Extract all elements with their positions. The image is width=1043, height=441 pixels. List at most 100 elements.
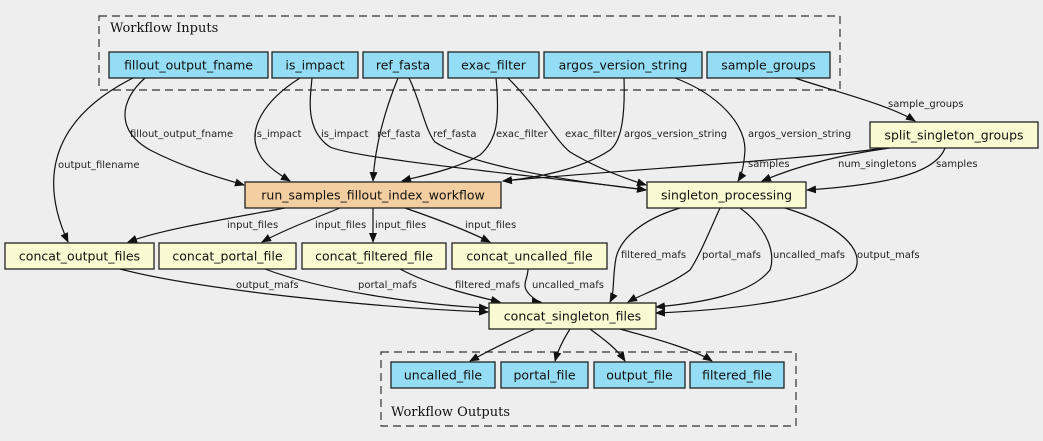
node-box[interactable]	[108, 51, 269, 79]
node-is-impact[interactable]: is_impact	[271, 51, 359, 79]
node-uncalled-file[interactable]: uncalled_file	[390, 361, 496, 389]
edge-label: fillout_output_fname	[130, 129, 233, 140]
edge-label: portal_mafs	[358, 280, 417, 291]
edge-concat_uncalled_file-to-concat_singleton_files: uncalled_mafs	[524, 268, 604, 306]
node-label: output_file	[606, 368, 673, 383]
node-concat-uncalled-file[interactable]: concat_uncalled_file	[451, 242, 608, 270]
node-concat-filtered-file[interactable]: concat_filtered_file	[301, 242, 447, 270]
edge-label: argos_version_string	[624, 129, 727, 140]
node-box[interactable]	[488, 302, 657, 330]
edge-label: samples	[748, 159, 790, 170]
node-label: fillout_output_fname	[124, 58, 253, 73]
edge-run_samples_fillout_index_workflow-to-concat_portal_file: input_files	[261, 207, 366, 243]
cluster-workflow-outputs: Workflow Outputs	[380, 351, 797, 427]
node-box[interactable]	[447, 51, 540, 79]
edge-label: samples	[936, 159, 978, 170]
node-label: uncalled_file	[404, 368, 483, 383]
node-box[interactable]	[646, 181, 807, 209]
edge-fillout_output_fname-to-run_samples_fillout_index_workflow: fillout_output_fname	[124, 77, 245, 187]
edge-label: ref_fasta	[377, 129, 420, 140]
edge-label: input_files	[375, 220, 426, 231]
edge-ref_fasta-to-singleton_processing: ref_fasta	[408, 77, 647, 193]
edge-argos_version_string-to-singleton_processing: argos_version_string	[674, 77, 851, 182]
node-argos-version-string[interactable]: argos_version_string	[543, 51, 703, 79]
edge-path	[609, 207, 681, 303]
node-run-samples-fillout-index-workflow[interactable]: run_samples_fillout_index_workflow	[244, 181, 502, 209]
edge-path	[401, 77, 499, 183]
node-label: concat_filtered_file	[315, 249, 433, 264]
node-box[interactable]	[271, 51, 359, 79]
edge-sample_groups-to-split_singleton_groups: sample_groups	[794, 77, 964, 122]
edge-ref_fasta-to-run_samples_fillout_index_workflow: ref_fasta	[369, 77, 420, 182]
edge-label: input_files	[465, 220, 516, 231]
edge-path	[469, 328, 536, 362]
cluster-workflow-inputs: Workflow Inputs	[98, 15, 841, 91]
node-box[interactable]	[362, 51, 444, 79]
node-portal-file[interactable]: portal_file	[500, 361, 589, 389]
node-exac-filter[interactable]: exac_filter	[447, 51, 540, 79]
edge-label: exac_filter	[565, 129, 618, 140]
edge-path	[761, 147, 891, 182]
edge-concat_singleton_files-to-filtered_file	[619, 328, 713, 362]
node-label: split_singleton_groups	[884, 128, 1023, 143]
node-box[interactable]	[4, 242, 155, 270]
edge-path	[507, 77, 647, 187]
node-fillout-output-fname[interactable]: fillout_output_fname	[108, 51, 269, 79]
edge-label: ref_fasta	[433, 129, 476, 140]
node-concat-singleton-files[interactable]: concat_singleton_files	[488, 302, 657, 330]
edge-singleton_processing-to-concat_singleton_files: uncalled_mafs	[655, 207, 845, 311]
node-label: concat_singleton_files	[504, 309, 641, 324]
node-label: run_samples_fillout_index_workflow	[261, 188, 484, 203]
node-box[interactable]	[543, 51, 703, 79]
edge-label: uncalled_mafs	[773, 250, 845, 261]
edge-singleton_processing-to-concat_singleton_files: output_mafs	[655, 207, 920, 317]
node-label: concat_portal_file	[172, 249, 282, 264]
edge-path	[619, 328, 713, 362]
edge-label: output_mafs	[857, 250, 920, 261]
node-box[interactable]	[869, 121, 1039, 149]
edge-split_singleton_groups-to-run_samples_fillout_index_workflow: samples	[502, 147, 886, 185]
node-box[interactable]	[244, 181, 502, 209]
edge-path	[264, 268, 489, 312]
cluster-label-inputs: Workflow Inputs	[110, 21, 218, 36]
edge-split_singleton_groups-to-singleton_processing: num_singletons	[761, 147, 917, 182]
edge-is_impact-to-run_samples_fillout_index_workflow: is_impact	[254, 77, 301, 182]
node-box[interactable]	[593, 361, 686, 389]
node-concat-portal-file[interactable]: concat_portal_file	[158, 242, 297, 270]
edge-path	[674, 77, 747, 182]
node-singleton-processing[interactable]: singleton_processing	[646, 181, 807, 209]
node-output-file[interactable]: output_file	[593, 361, 686, 389]
edge-concat_singleton_files-to-portal_file	[553, 328, 571, 362]
edge-run_samples_fillout_index_workflow-to-concat_filtered_file: input_files	[369, 208, 426, 243]
edge-fillout_output_fname-to-concat_output_files: output_filename	[53, 77, 140, 243]
node-concat-output-files[interactable]: concat_output_files	[4, 242, 155, 270]
edge-path	[408, 77, 647, 193]
edge-concat_output_files-to-concat_singleton_files: output_mafs	[119, 268, 489, 316]
edge-label: uncalled_mafs	[532, 280, 604, 291]
node-box[interactable]	[158, 242, 297, 270]
edge-label: input_files	[315, 220, 366, 231]
edge-concat_filtered_file-to-concat_singleton_files: filtered_mafs	[399, 268, 520, 304]
edge-path	[524, 268, 542, 306]
edge-path	[553, 328, 571, 362]
node-label: ref_fasta	[376, 58, 430, 73]
edge-label: is_impact	[254, 129, 301, 140]
node-box[interactable]	[390, 361, 496, 389]
edge-path	[119, 268, 489, 316]
edge-path	[124, 77, 245, 187]
node-label: sample_groups	[721, 58, 816, 73]
node-ref-fasta[interactable]: ref_fasta	[362, 51, 444, 79]
node-box[interactable]	[689, 361, 785, 389]
node-box[interactable]	[301, 242, 447, 270]
node-box[interactable]	[500, 361, 589, 389]
edge-path	[502, 147, 886, 185]
node-box[interactable]	[706, 51, 831, 79]
node-filtered-file[interactable]: filtered_file	[689, 361, 785, 389]
node-sample-groups[interactable]: sample_groups	[706, 51, 831, 79]
edge-path	[627, 207, 721, 303]
node-split-singleton-groups[interactable]: split_singleton_groups	[869, 121, 1039, 149]
node-label: concat_uncalled_file	[466, 249, 593, 264]
node-box[interactable]	[451, 242, 608, 270]
